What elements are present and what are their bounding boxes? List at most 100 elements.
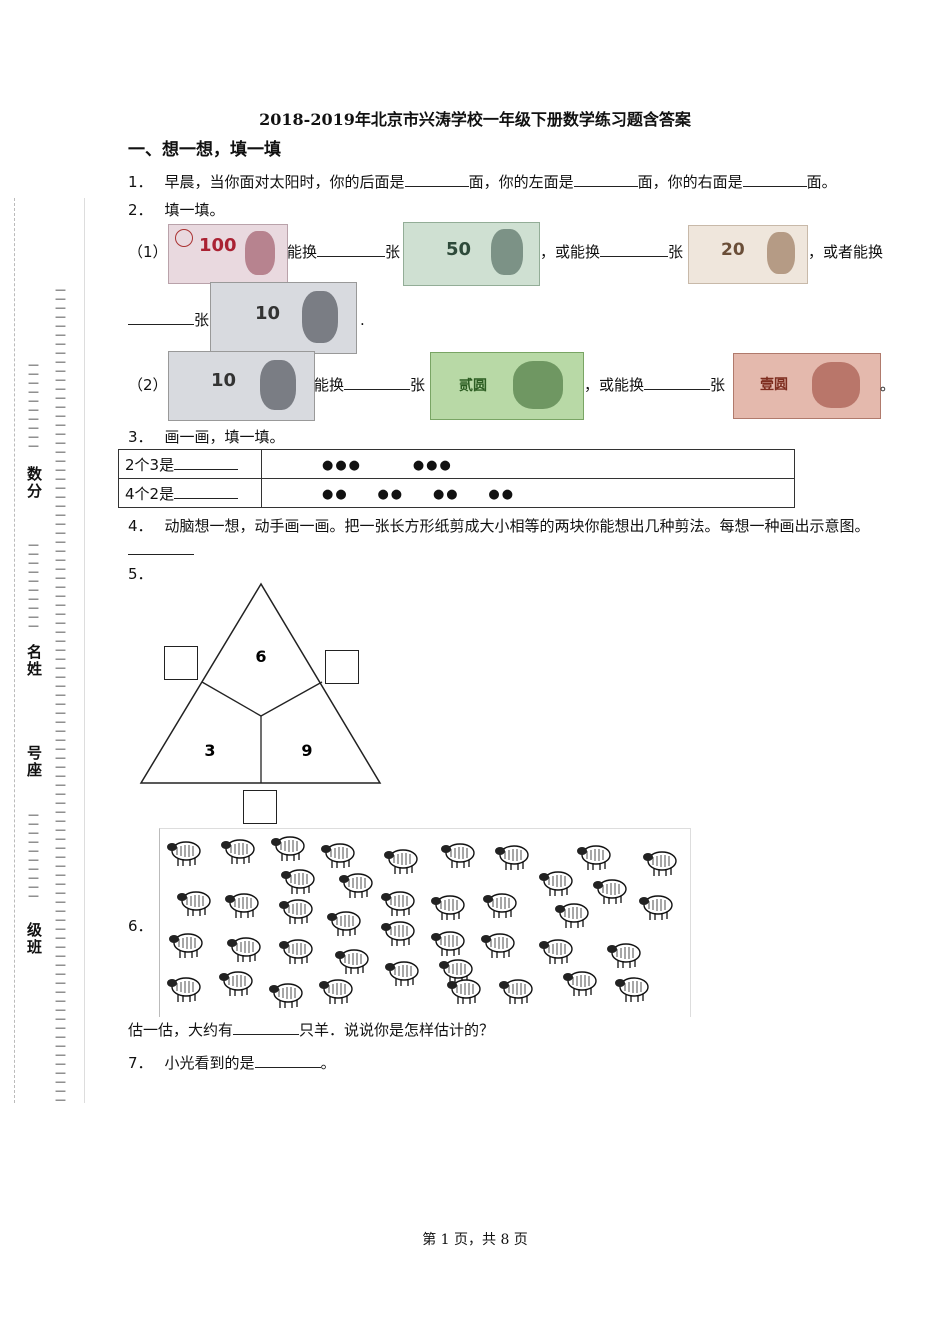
q2-row2-blank-1[interactable] — [344, 375, 411, 390]
q3-label-1: 2个3是 — [125, 455, 175, 474]
q2-row1-blank-1[interactable] — [317, 242, 386, 257]
q7-text-1: 小光看到的是 — [164, 1054, 255, 1072]
banknote-2-image: 贰圆 — [430, 352, 584, 420]
question-number: 4． — [128, 517, 153, 535]
page-title: 2018-2019年北京市兴涛学校一年级下册数学练习题含答案 — [259, 110, 691, 129]
q7-text-2: 。 — [320, 1054, 336, 1072]
banknote-value: 10 — [255, 303, 281, 324]
q2-row1-text-c: ，或者能换 — [808, 243, 884, 261]
q1-text-4: 面。 — [806, 173, 837, 191]
binding-dash-line — [14, 198, 16, 1103]
banknote-20-image: 20 — [688, 225, 808, 284]
dot-group: ●●● — [322, 458, 363, 473]
q3-dots-cell: ●●● ●●● — [261, 449, 795, 479]
table-row: 2个3是 ●●● ●●● — [118, 449, 795, 479]
question-1: 1． 早晨，当你面对太阳时，你的后面是 面，你的左面是 面，你的右面是 面。 — [128, 172, 837, 192]
question-number: 2． — [128, 201, 153, 219]
q2-row1-text-b: ，或能换 张 — [540, 242, 683, 262]
triangle-divider — [260, 681, 323, 717]
q2-row1-text-a: 能换张 — [287, 242, 400, 262]
triangle-divider — [201, 681, 262, 717]
q2-row1-t4: 张 — [668, 243, 684, 261]
q2-row2-t3: ，或能换 — [584, 376, 645, 394]
sidebar-label-seat: 号座 — [25, 745, 43, 779]
sidebar-label-score: 数分 — [25, 466, 43, 500]
q1-blank-left[interactable] — [573, 172, 638, 187]
triangle-diagram: 6 3 9 — [139, 582, 382, 784]
page-footer: 第 1 页，共 8 页 — [422, 1232, 528, 1248]
q7-blank[interactable] — [254, 1053, 321, 1068]
binding-line — [84, 198, 86, 1103]
question-number: 3． — [128, 428, 153, 446]
section-heading: 一、想一想，填一填 — [128, 140, 281, 160]
q1-text-1: 早晨，当你面对太阳时，你的后面是 — [164, 173, 405, 191]
q2-row2-t4: 张 — [710, 376, 726, 394]
sidebar-label-class: 级班 — [25, 922, 43, 956]
q4-answer-blank[interactable] — [128, 554, 194, 555]
banknote-1-image: 壹圆 — [733, 353, 881, 419]
q2-row1-blank-3[interactable] — [128, 310, 194, 325]
banknote-value: 贰圆 — [459, 378, 487, 394]
q2-row1-t6: 张 — [194, 311, 210, 329]
q2-text: 填一填。 — [164, 201, 225, 219]
q1-text-2: 面，你的左面是 — [468, 173, 574, 191]
banknote-50-image: 50 — [403, 222, 540, 286]
question-number: 1． — [128, 173, 153, 191]
q2-row1-period: . — [360, 311, 365, 329]
answer-box-left[interactable] — [164, 646, 198, 680]
q3-row-label: 2个3是 — [118, 449, 262, 479]
q2-row2-period: 。 — [880, 376, 896, 394]
q3-text: 画一画，填一填。 — [164, 428, 285, 446]
question-number: 7． — [128, 1054, 153, 1072]
q3-dots-cell: ●● ●● ●● ●● — [261, 478, 795, 508]
question-6-number: 6． — [128, 917, 153, 935]
q2-row1-label: （1） — [128, 243, 168, 261]
q4-text: 动脑想一想，动手画一画。把一张长方形纸剪成大小相等的两块你能想出几种剪法。每想一… — [164, 517, 870, 535]
question-5-number: 5． — [128, 565, 153, 583]
dot-group: ●● — [432, 487, 460, 502]
q6-text-2: 只羊．说说你是怎样估计的？ — [299, 1021, 495, 1039]
q2-row2-blank-2[interactable] — [644, 375, 711, 390]
table-row: 4个2是 ●● ●● ●● ●● — [118, 478, 795, 508]
question-7: 7． 小光看到的是 。 — [128, 1053, 336, 1073]
q6-text: 估一估，大约有 只羊．说说你是怎样估计的？ — [128, 1020, 494, 1040]
q2-row2-text-a: 能换 张 — [314, 375, 425, 395]
question-2: 2． 填一填。 — [128, 200, 225, 220]
question-3: 3． 画一画，填一填。 — [128, 427, 285, 447]
triangle-value-top: 6 — [255, 647, 266, 666]
sidebar-ticks-left: —————————— — [28, 808, 39, 902]
q2-row2-t1: 能换 — [314, 376, 345, 394]
banknote-10-image: 10 — [210, 282, 357, 354]
q2-row1-blank-2[interactable] — [600, 242, 669, 257]
q2-row2-text-b: ，或能换 张 — [584, 375, 725, 395]
q1-blank-right[interactable] — [742, 172, 807, 187]
q2-row1-t2: 张 — [385, 243, 401, 261]
q3-row-label: 4个2是 — [118, 478, 262, 508]
q6-blank[interactable] — [233, 1020, 300, 1035]
triangle-value-right: 9 — [301, 741, 312, 760]
q2-row1-text-d: 张 — [128, 310, 209, 330]
dot-group: ●●● — [412, 458, 453, 473]
dot-group: ●● — [322, 487, 349, 502]
dot-group: ●● — [488, 487, 516, 502]
q2-row2-t2: 张 — [410, 376, 426, 394]
triangle-value-left: 3 — [204, 741, 215, 760]
q3-blank-1[interactable] — [174, 455, 239, 470]
banknote-100-image: 100 — [168, 224, 288, 284]
q6-text-1: 估一估，大约有 — [128, 1021, 234, 1039]
q1-blank-behind[interactable] — [404, 172, 469, 187]
sheep-picture — [159, 828, 691, 1017]
sidebar-label-name: 名姓 — [25, 644, 43, 678]
answer-box-bottom[interactable] — [243, 790, 277, 824]
q2-row2-label: （2） — [128, 376, 168, 394]
answer-box-right[interactable] — [325, 650, 359, 684]
banknote-value: 20 — [721, 240, 745, 260]
banknote-10-image-2: 10 — [168, 351, 315, 421]
banknote-value: 10 — [211, 370, 237, 391]
q3-blank-2[interactable] — [174, 484, 239, 499]
sidebar-ticks-left: —————————— — [28, 358, 39, 452]
banknote-value: 100 — [199, 235, 237, 256]
q2-row1-t3: ，或能换 — [540, 243, 601, 261]
q3-label-2: 4个2是 — [125, 484, 175, 503]
q1-text-3: 面，你的右面是 — [637, 173, 743, 191]
